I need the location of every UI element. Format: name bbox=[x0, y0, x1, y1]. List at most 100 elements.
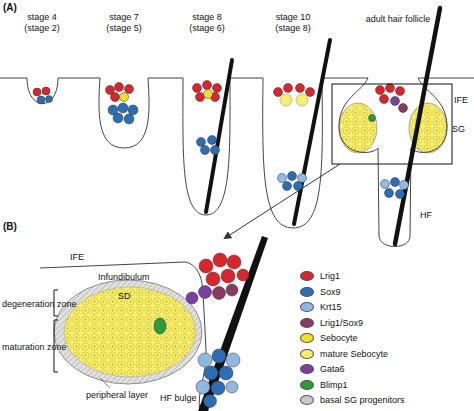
lrig1-cell bbox=[227, 255, 241, 269]
sox9-cell bbox=[385, 189, 394, 198]
lrig1-sox9-cell bbox=[213, 287, 226, 300]
part-label: SG bbox=[452, 124, 465, 134]
lrig1-cell bbox=[213, 84, 222, 93]
sox9-cell bbox=[211, 146, 220, 155]
krt15-cell bbox=[226, 381, 238, 393]
lrig1-cell bbox=[284, 84, 293, 93]
zoom-box bbox=[332, 84, 452, 164]
lrig1-cell bbox=[196, 93, 205, 102]
sox9-cell bbox=[212, 349, 226, 363]
legend-swatch bbox=[300, 395, 314, 405]
legend-swatch bbox=[300, 271, 314, 281]
part-label: HF bulge bbox=[160, 393, 197, 403]
part-label: HF bbox=[420, 210, 432, 220]
sebocyte bbox=[280, 94, 292, 106]
panel-label: (B) bbox=[3, 222, 17, 232]
legend-text: Sox9 bbox=[320, 286, 341, 298]
lrig1-cell bbox=[42, 87, 50, 95]
legend-text: Lrig1/Sox9 bbox=[320, 317, 363, 329]
part-label: Infundibulum bbox=[98, 272, 150, 282]
krt15-cell bbox=[278, 174, 287, 183]
lrig1-cell bbox=[206, 272, 220, 286]
lrig1-cell bbox=[386, 84, 395, 93]
lrig1-cell bbox=[33, 88, 41, 96]
legend-swatch bbox=[300, 380, 314, 390]
blimp1-cell bbox=[154, 318, 166, 334]
legend-swatch bbox=[300, 333, 314, 343]
part-label: IFE bbox=[454, 95, 468, 105]
lrig1-cell bbox=[380, 95, 389, 104]
zone-label: maturation zone bbox=[2, 342, 67, 352]
krt15-cell bbox=[198, 353, 212, 367]
zone-label: degeneration zone bbox=[2, 299, 77, 309]
lrig1-cell bbox=[125, 85, 134, 94]
sox9-cell bbox=[128, 105, 138, 115]
hair-shaft bbox=[395, 8, 440, 244]
sox9-cell bbox=[288, 172, 297, 181]
legend-text: Lrig1 bbox=[320, 270, 340, 282]
krt15-cell bbox=[381, 180, 390, 189]
sox9-cell bbox=[124, 114, 134, 124]
skin-outline bbox=[0, 78, 474, 247]
stage-label: (stage 6) bbox=[189, 23, 225, 33]
sox9-cell bbox=[204, 395, 217, 408]
zoom-arrow bbox=[225, 164, 340, 238]
legend-text: Krt15 bbox=[320, 301, 342, 313]
sox9-cell bbox=[211, 381, 225, 395]
lrig1-cell bbox=[237, 269, 249, 281]
lrig1-cell bbox=[274, 88, 283, 97]
stage-label: adult hair follicle bbox=[366, 14, 431, 24]
stage-label: (stage 2) bbox=[24, 23, 60, 33]
sebocyte bbox=[120, 93, 129, 102]
sox9-cell bbox=[37, 96, 45, 104]
lrig1-cell bbox=[203, 81, 212, 90]
hair-shafts bbox=[206, 8, 440, 244]
legend-swatch bbox=[300, 364, 314, 374]
lrig1-sox9-cell bbox=[226, 284, 238, 296]
lrig1-cell bbox=[296, 84, 305, 93]
lrig1-cell bbox=[193, 84, 202, 93]
sebaceous-gland bbox=[64, 287, 196, 377]
legend-swatch bbox=[300, 349, 314, 359]
sebaceous-gland bbox=[339, 103, 377, 153]
lrig1-cell bbox=[396, 87, 405, 96]
lrig1-cell bbox=[199, 259, 213, 273]
krt15-cell bbox=[226, 353, 240, 367]
lrig1-cell bbox=[306, 88, 315, 97]
legend-text: Blimp1 bbox=[320, 379, 348, 391]
legend-text: Sebocyte bbox=[320, 332, 358, 344]
lrig1-cell bbox=[376, 86, 385, 95]
sox9-cell bbox=[204, 366, 218, 380]
part-label: peripheral layer bbox=[86, 390, 148, 400]
krt15-cell bbox=[400, 181, 409, 190]
sebocyte bbox=[204, 90, 213, 99]
gata6-cell bbox=[391, 97, 400, 106]
sox9-cell bbox=[201, 146, 210, 155]
legend-swatch bbox=[300, 318, 314, 328]
hair-shaft bbox=[294, 40, 330, 224]
legend-text: basal SG progenitors bbox=[320, 394, 405, 406]
sebocyte bbox=[296, 94, 308, 106]
sox9-cell bbox=[283, 182, 292, 191]
stage-label: (stage 8) bbox=[275, 23, 311, 33]
peripheral-layer bbox=[54, 280, 202, 384]
legend-swatch bbox=[300, 287, 314, 297]
sox9-cell bbox=[118, 103, 128, 113]
lrig1-cell bbox=[115, 83, 124, 92]
sox9-cell bbox=[46, 96, 53, 103]
panel-label: (A) bbox=[3, 3, 17, 13]
stage-label: (stage 5) bbox=[106, 23, 142, 33]
part-label: SD bbox=[118, 291, 131, 301]
leader-line bbox=[100, 378, 110, 388]
krt15-cell bbox=[196, 380, 210, 394]
sox9-cell bbox=[113, 113, 123, 123]
cell-clusters bbox=[33, 81, 409, 199]
cell-clusters bbox=[154, 253, 249, 408]
part-label: IFE bbox=[70, 252, 84, 262]
lrig1-cell bbox=[213, 253, 227, 267]
legend-text: Gata6 bbox=[320, 363, 345, 375]
lrig1-sox9-cell bbox=[399, 104, 408, 113]
blimp1-cell bbox=[369, 115, 376, 122]
gata6-cell bbox=[199, 286, 212, 299]
